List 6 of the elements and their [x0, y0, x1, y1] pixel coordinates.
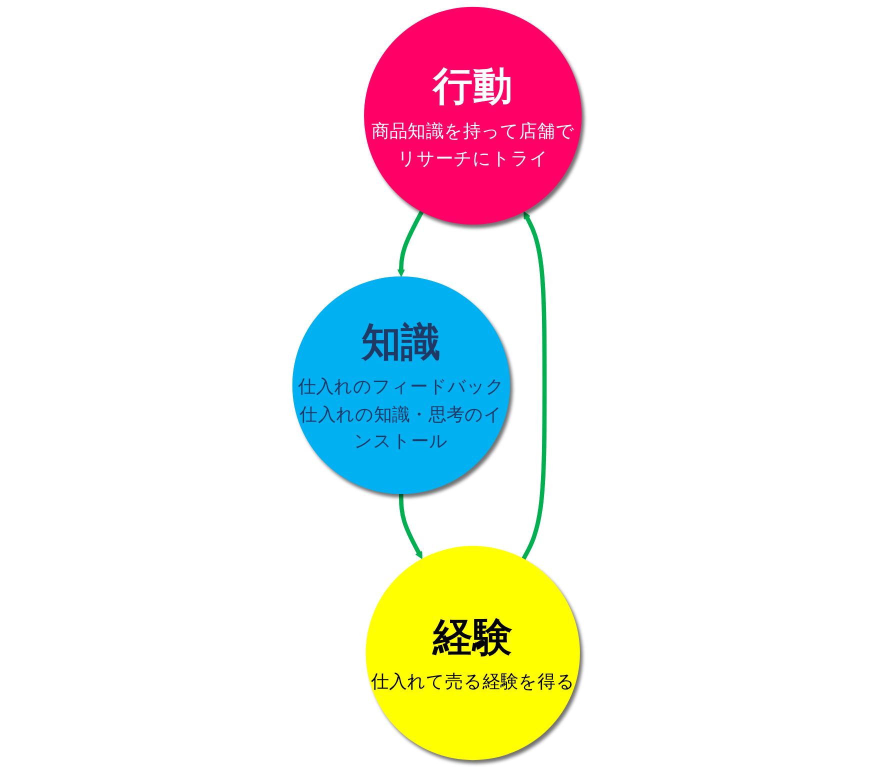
arrow: [397, 210, 424, 277]
node-circle: 行動 商品知識を持って店舗でリサーチにトライ: [364, 6, 582, 225]
node-circle: 知識 仕入れのフィードバック 仕入れの知識・思考のインストール: [292, 276, 510, 494]
node-circle: 経験 仕入れて売る経験を得る: [366, 546, 580, 760]
arrow: [399, 494, 422, 560]
arrow: [522, 211, 547, 560]
